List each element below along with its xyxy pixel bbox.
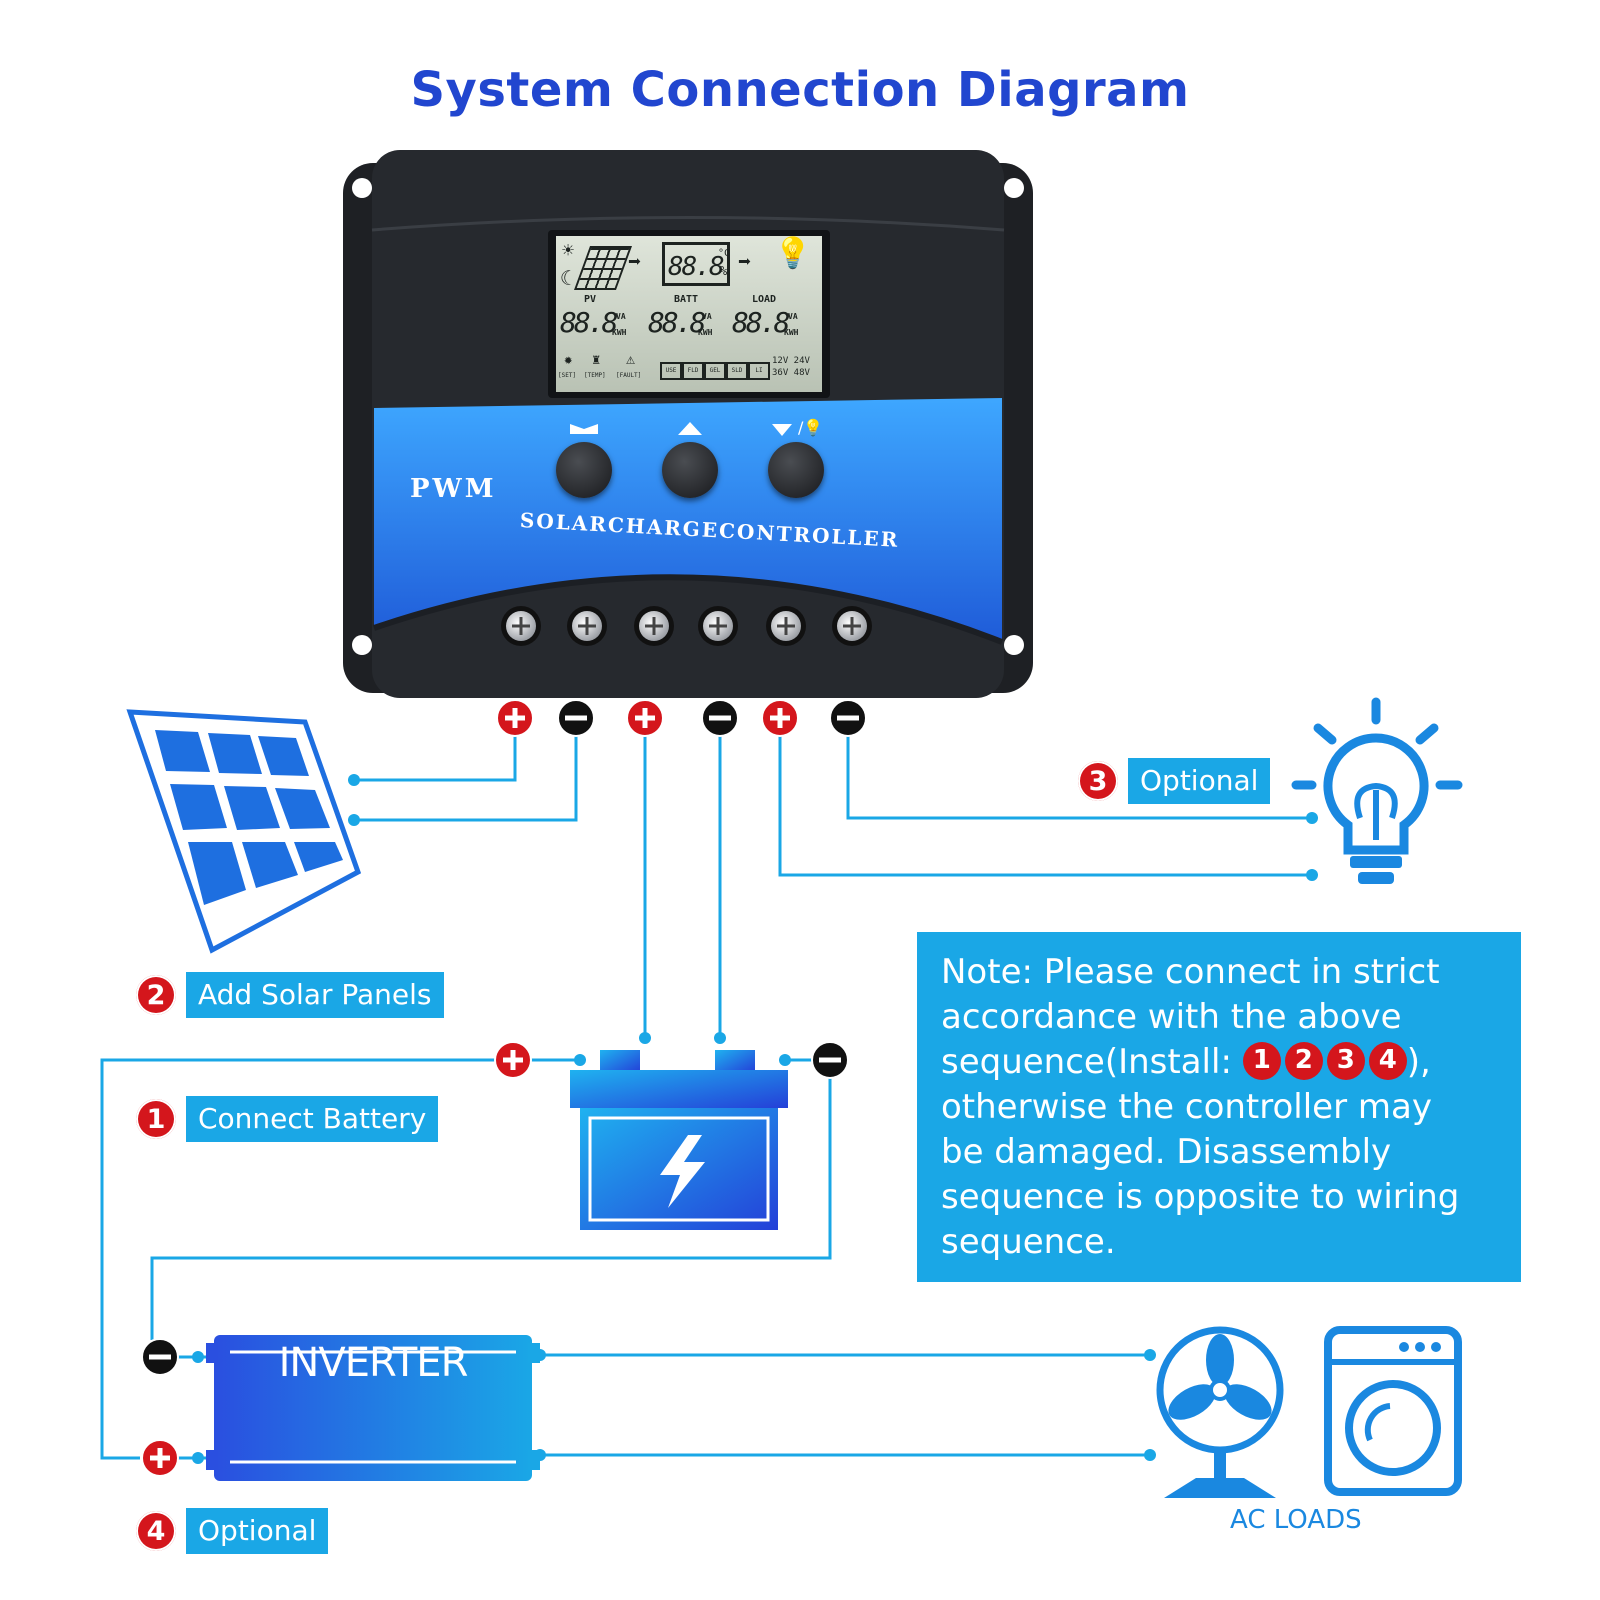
- lcd-gear-icon: ✹: [564, 352, 573, 368]
- lcd-voltages-top: 12V 24V: [772, 356, 810, 366]
- lcd-sun-icon: ☀: [562, 238, 575, 262]
- lcd-mode-4: LI: [748, 362, 770, 380]
- pv-negative-badge: [557, 699, 595, 737]
- note-seq-1: 1: [1242, 1041, 1281, 1080]
- step-3-load: 3 Optional: [1078, 758, 1271, 804]
- note-box: Note: Please connect in strict accordanc…: [917, 932, 1521, 1282]
- note-line-4: otherwise the controller may: [941, 1087, 1432, 1127]
- down-arrow-icon: [772, 424, 792, 436]
- note-line-2: accordance with the above: [941, 997, 1402, 1037]
- pv-positive-badge: [496, 699, 534, 737]
- batt-positive-badge: [626, 699, 664, 737]
- lcd-center-value: 88.8: [668, 252, 725, 282]
- step-4-number: 4: [136, 1511, 176, 1551]
- note-seq-2: 2: [1284, 1041, 1323, 1080]
- lcd-load-label: LOAD: [752, 294, 777, 305]
- lcd-arrow-icon-2: ➡: [738, 250, 752, 275]
- lcd-mode-1: FLD: [682, 362, 704, 380]
- inverter-icon: [206, 1335, 540, 1481]
- battery-negative-badge: [811, 1041, 849, 1079]
- lcd-mode-0: USE: [660, 362, 682, 380]
- lcd-unit-pct: %: [720, 264, 728, 278]
- lcd-batt-label: BATT: [674, 294, 699, 305]
- fan-icon: [1156, 1326, 1284, 1498]
- terminal-badges: [141, 699, 867, 1477]
- battery-positive-to-inverter-wire: [100, 1058, 580, 1460]
- menu-icon: [570, 424, 598, 434]
- note-line-3-post: ),: [1406, 1042, 1431, 1082]
- lcd-voltages-bottom: 36V 48V: [772, 368, 810, 378]
- step-4-label: Optional: [186, 1508, 329, 1554]
- lcd-batt-value: 88.8: [648, 306, 706, 339]
- note-line-1: Note: Please connect in strict: [941, 952, 1440, 992]
- lcd-display: ☀ ☾ ➡ 88.8 °C % ➡ 💡 PV BATT LOAD 88.8 VA…: [556, 236, 822, 392]
- step-1-battery: 1 Connect Battery: [136, 1096, 439, 1142]
- load-positive-badge: [761, 699, 799, 737]
- load-negative-wire: [846, 718, 1312, 820]
- diagram-title: System Connection Diagram: [410, 62, 1190, 118]
- lcd-batt-va: VA: [702, 312, 712, 321]
- note-seq-4: 4: [1368, 1041, 1407, 1080]
- batt-negative-badge: [701, 699, 739, 737]
- load-positive-wire: [778, 718, 1312, 877]
- note-seq-3: 3: [1326, 1041, 1365, 1080]
- note-line-6: sequence is opposite to wiring: [941, 1177, 1460, 1217]
- solar-negative-wire: [354, 718, 578, 822]
- lcd-pv-label: PV: [584, 294, 597, 305]
- lcd-temp-label: [TEMP]: [584, 372, 606, 379]
- lcd-arrow-icon: ➡: [628, 250, 642, 275]
- lcd-load-va: VA: [788, 312, 798, 321]
- step-2-solar: 2 Add Solar Panels: [136, 972, 444, 1018]
- lcd-thermo-icon: ♜: [592, 352, 601, 368]
- inverter-positive-badge: [141, 1439, 179, 1477]
- inverter-negative-badge: [141, 1338, 179, 1376]
- up-arrow-icon: [678, 422, 702, 435]
- step-3-label: Optional: [1128, 758, 1271, 804]
- lcd-batt-kwh: KWH: [698, 328, 713, 337]
- bulb-small-icon: /💡: [798, 418, 824, 437]
- lcd-load-value: 88.8: [732, 306, 790, 339]
- up-button[interactable]: [662, 442, 718, 498]
- note-line-7: sequence.: [941, 1222, 1116, 1262]
- washing-machine-icon: [1324, 1326, 1462, 1496]
- controller-blue-panel: [374, 398, 1002, 642]
- ac-loads-label: AC LOADS: [1230, 1505, 1362, 1535]
- lcd-mode-3: SLD: [726, 362, 748, 380]
- controller-terminals: [501, 606, 872, 646]
- step-3-number: 3: [1078, 761, 1118, 801]
- inverter-label: INVERTER: [278, 1340, 469, 1386]
- lcd-mode-2: GEL: [704, 362, 726, 380]
- down-load-button[interactable]: [768, 442, 824, 498]
- note-line-3-pre: sequence(Install:: [941, 1042, 1232, 1082]
- step-1-label: Connect Battery: [186, 1096, 439, 1142]
- lcd-battery-frame: [662, 242, 730, 286]
- battery-positive-badge: [494, 1041, 532, 1079]
- step-2-number: 2: [136, 975, 176, 1015]
- lcd-load-kwh: KWH: [784, 328, 799, 337]
- lcd-pv-kwh: KWH: [612, 328, 627, 337]
- controller-brand: PWM: [410, 474, 497, 504]
- load-negative-badge: [829, 699, 867, 737]
- step-2-label: Add Solar Panels: [186, 972, 444, 1018]
- note-line-5: be damaged. Disassembly: [941, 1132, 1392, 1172]
- lcd-bulb-icon: 💡: [774, 236, 812, 271]
- lcd-warning-icon: ⚠: [626, 350, 636, 368]
- step-1-number: 1: [136, 1099, 176, 1139]
- lcd-set-label: [SET]: [558, 372, 577, 379]
- lcd-fault-label: [FAULT]: [616, 372, 642, 379]
- solar-positive-wire: [354, 718, 517, 782]
- lcd-pv-value: 88.8: [560, 306, 618, 339]
- battery-icon: [570, 1050, 788, 1230]
- lcd-panel-icon: [573, 246, 633, 290]
- menu-button[interactable]: [556, 442, 612, 498]
- lcd-unit-c: °C: [718, 248, 731, 259]
- lcd-moon-icon: ☾: [560, 266, 573, 290]
- lcd-pv-va: VA: [616, 312, 626, 321]
- light-bulb-icon: [1291, 697, 1463, 884]
- solar-panel-icon: [126, 709, 362, 954]
- step-4-inverter: 4 Optional: [136, 1508, 329, 1554]
